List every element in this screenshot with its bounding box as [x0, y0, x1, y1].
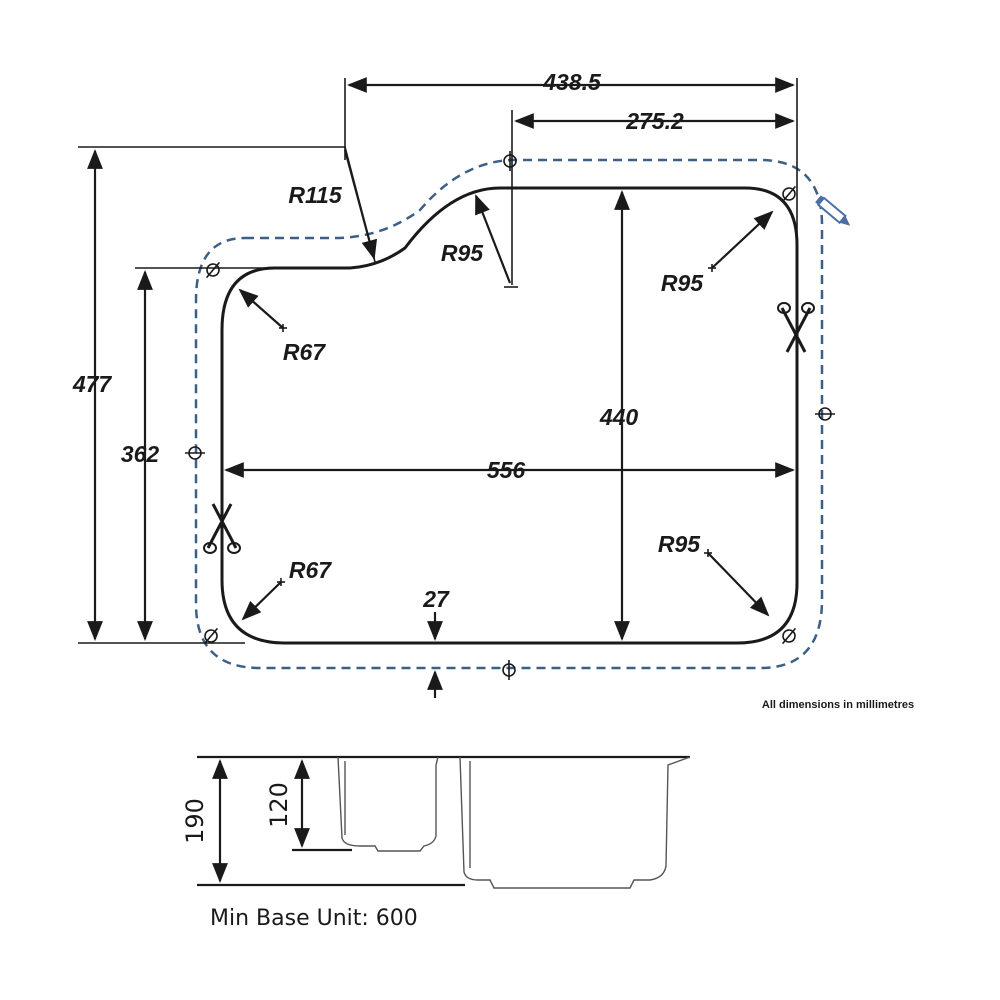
dim-small-bowl-depth: 120 — [265, 782, 293, 828]
radius-leader-top-left — [238, 288, 284, 329]
small-bowl-section — [337, 756, 439, 852]
centre-mark — [277, 264, 716, 586]
dim-top-width: 438.5 — [542, 69, 602, 95]
radius-leader-inner-step — [474, 194, 512, 284]
fixing-point-icon — [185, 151, 835, 680]
radius-leader-r115 — [343, 149, 378, 260]
radius-leader-bottom-right — [707, 552, 770, 617]
scissors-icon — [777, 302, 815, 353]
dim-inner-step-radius: R95 — [441, 240, 484, 266]
scissors-icon — [203, 503, 241, 554]
radius-leader-bottom-left — [241, 581, 282, 621]
units-note: All dimensions in millimetres — [762, 699, 914, 711]
dim-inner-height: 440 — [599, 404, 639, 430]
dim-bottom-right-radius: R95 — [658, 531, 701, 557]
dim-overall-height: 477 — [72, 371, 113, 397]
min-base-unit-label: Min Base Unit: 600 — [210, 906, 418, 931]
dim-bottom-left-radius: R67 — [289, 557, 332, 583]
dim-bowl-width: 556 — [487, 457, 526, 483]
dim-top-right-radius: R95 — [661, 270, 704, 296]
cutout-template-line — [194, 158, 824, 670]
pencil-icon — [815, 195, 851, 226]
bowl-outline — [220, 186, 799, 645]
dim-margin: 27 — [422, 586, 450, 612]
dim-overall-depth: 190 — [181, 798, 209, 844]
dim-top-offset: 275.2 — [625, 108, 684, 134]
large-bowl-section — [459, 756, 691, 889]
dim-left-height: 362 — [121, 441, 160, 467]
radius-leader-top-right — [711, 210, 774, 269]
dim-top-left-radius: R67 — [283, 339, 326, 365]
dim-r115: R115 — [288, 182, 342, 208]
